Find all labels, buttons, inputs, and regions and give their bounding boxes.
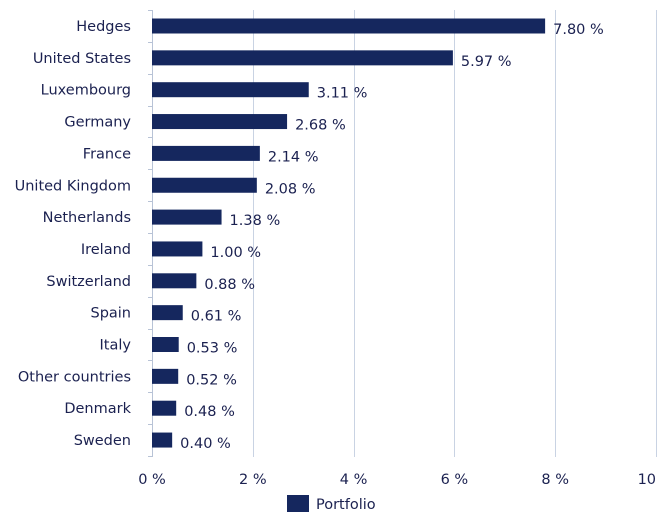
bar-luxembourg xyxy=(152,82,309,98)
x-tick-label: 6 % xyxy=(441,472,469,488)
bar-ireland xyxy=(152,241,203,257)
x-axis: 0 % 2 % 4 % 6 % 8 % 10 % xyxy=(138,472,661,488)
legend: Portfolio xyxy=(287,495,376,513)
category-label: Spain xyxy=(90,306,131,322)
value-label: 1.38 % xyxy=(230,213,281,229)
bar-united-states xyxy=(152,50,453,66)
legend-swatch-portfolio xyxy=(287,495,309,512)
bar-spain xyxy=(152,305,183,321)
value-label: 0.88 % xyxy=(204,277,255,293)
x-tick-label: 10 % xyxy=(638,472,661,488)
value-label: 7.80 % xyxy=(553,22,604,38)
value-label: 5.97 % xyxy=(461,54,512,70)
value-label: 1.00 % xyxy=(210,245,261,261)
bar-hedges xyxy=(152,18,546,34)
category-label: United Kingdom xyxy=(15,178,131,194)
value-label: 0.40 % xyxy=(180,436,231,452)
bar-united-kingdom xyxy=(152,177,257,193)
value-label: 2.14 % xyxy=(268,149,319,165)
value-label: 0.61 % xyxy=(191,309,242,325)
value-label: 2.08 % xyxy=(265,181,316,197)
bar-switzerland xyxy=(152,273,197,289)
category-label: Denmark xyxy=(64,401,131,417)
bar-france xyxy=(152,145,260,161)
value-label: 0.53 % xyxy=(187,341,238,357)
x-tick-label: 4 % xyxy=(340,472,368,488)
value-label: 0.48 % xyxy=(184,404,235,420)
labels-layer: Hedges 7.80 % United States 5.97 % Luxembour… xyxy=(15,19,604,452)
category-label: Other countries xyxy=(18,369,131,385)
category-label: Germany xyxy=(64,115,131,131)
value-label: 2.68 % xyxy=(295,118,346,134)
bars-layer xyxy=(152,18,546,448)
value-label: 0.52 % xyxy=(186,372,237,388)
category-label: Netherlands xyxy=(43,210,131,226)
x-tick-label: 8 % xyxy=(541,472,569,488)
category-label: United States xyxy=(33,51,131,67)
category-label: Luxembourg xyxy=(41,83,131,99)
bar-other-countries xyxy=(152,368,179,384)
category-label: Ireland xyxy=(81,242,131,258)
bar-sweden xyxy=(152,432,173,448)
category-label: Hedges xyxy=(76,19,131,35)
category-label: Italy xyxy=(100,338,132,354)
x-tick-label: 2 % xyxy=(239,472,267,488)
grid-layer xyxy=(148,10,657,457)
category-label: Switzerland xyxy=(46,274,131,290)
bar-netherlands xyxy=(152,209,222,225)
bar-italy xyxy=(152,337,179,352)
category-label: France xyxy=(83,146,131,162)
category-label: Sweden xyxy=(74,433,131,449)
bar-germany xyxy=(152,114,288,130)
x-tick-label: 0 % xyxy=(138,472,166,488)
bar-denmark xyxy=(152,400,177,416)
legend-label-portfolio: Portfolio xyxy=(316,497,376,513)
value-label: 3.11 % xyxy=(317,86,368,102)
